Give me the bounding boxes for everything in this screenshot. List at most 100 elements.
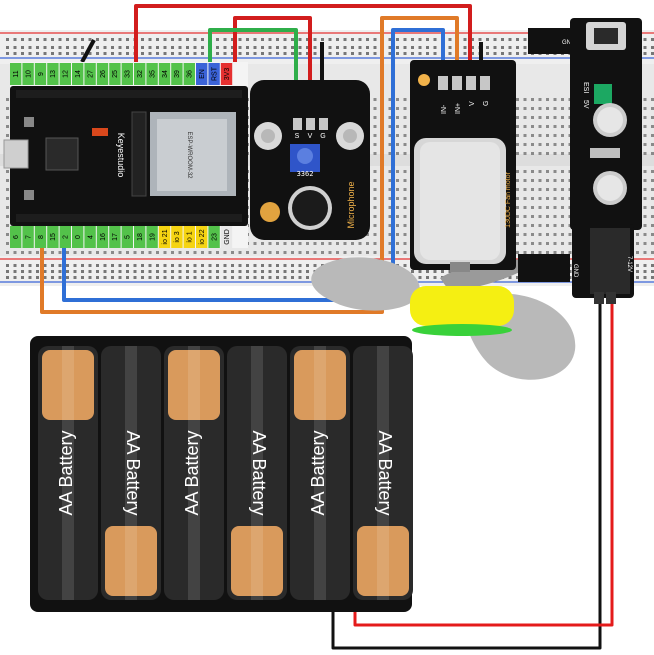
mic-pin-v: V	[308, 133, 313, 140]
hole	[306, 276, 309, 279]
led	[92, 128, 108, 136]
hole	[561, 125, 564, 128]
hole	[21, 270, 24, 273]
hole	[373, 251, 377, 254]
hole	[238, 251, 242, 254]
power-side-gnd: GND	[572, 264, 578, 278]
wire-blue-fan-in-minus	[62, 28, 445, 302]
hole	[253, 52, 257, 55]
hole	[546, 197, 549, 200]
hole	[343, 242, 347, 245]
hole	[6, 52, 9, 55]
esp32-pin-label: 19	[149, 233, 156, 241]
hole	[111, 38, 114, 41]
hole	[156, 276, 159, 279]
hole	[523, 170, 527, 173]
hole	[28, 264, 32, 267]
hole	[268, 264, 272, 267]
hole	[231, 46, 234, 49]
hole	[433, 270, 437, 273]
battery-copper-cap	[42, 350, 94, 420]
hole	[148, 264, 152, 267]
hole	[223, 46, 227, 49]
hole	[81, 52, 84, 55]
hole	[546, 224, 549, 227]
hole	[403, 52, 407, 55]
hole	[531, 152, 534, 155]
esp32-pin-label: 27	[87, 70, 94, 78]
hole	[6, 134, 9, 137]
esp32-pin	[183, 226, 195, 248]
hole	[88, 52, 92, 55]
hole	[531, 224, 534, 227]
hole	[403, 206, 407, 209]
hole	[643, 107, 647, 110]
hole	[238, 264, 242, 267]
hole	[531, 107, 534, 110]
hole	[448, 38, 452, 41]
hole	[13, 46, 17, 49]
hole	[103, 52, 107, 55]
hole	[561, 152, 564, 155]
hole	[396, 224, 399, 227]
hole	[118, 52, 122, 55]
power-switch[interactable]	[590, 148, 620, 158]
hole	[148, 38, 152, 41]
hole	[171, 270, 174, 273]
hole	[388, 197, 392, 200]
hole	[36, 46, 39, 49]
hole	[651, 251, 654, 254]
esp32-pin-label: GND	[224, 229, 231, 245]
hole	[553, 188, 557, 191]
hole	[396, 251, 399, 254]
hole	[516, 179, 519, 182]
hole	[523, 152, 527, 155]
hole	[291, 38, 294, 41]
hole	[268, 38, 272, 41]
hole	[298, 46, 302, 49]
hole	[388, 215, 392, 218]
hole	[531, 98, 534, 101]
hole	[351, 46, 354, 49]
hole	[58, 270, 62, 273]
esp32-pin-label: 26	[100, 70, 107, 78]
hole	[13, 52, 17, 55]
hole	[328, 251, 332, 254]
hole	[276, 242, 279, 245]
hole	[433, 38, 437, 41]
power-switch-label: ESI	[582, 82, 589, 93]
esp32-pin	[146, 226, 158, 248]
hole	[538, 98, 542, 101]
hole	[193, 264, 197, 267]
hole	[636, 251, 639, 254]
esp32-pin	[34, 226, 47, 248]
hole	[291, 46, 294, 49]
hole	[171, 276, 174, 279]
microphone-label: Microphone	[346, 181, 356, 228]
hole	[366, 233, 369, 236]
hole	[306, 242, 309, 245]
hole	[568, 251, 572, 254]
esp32-pin-label: io 22	[199, 229, 206, 244]
hole	[133, 270, 137, 273]
hole	[6, 276, 9, 279]
hole	[73, 270, 77, 273]
hole	[111, 276, 114, 279]
hole	[343, 251, 347, 254]
hole	[291, 276, 294, 279]
hole	[306, 251, 309, 254]
hole	[306, 264, 309, 267]
hole	[208, 264, 212, 267]
hole	[463, 52, 467, 55]
hole	[6, 242, 9, 245]
hole	[643, 52, 647, 55]
hole	[553, 251, 557, 254]
hole	[411, 38, 414, 41]
hole	[81, 46, 84, 49]
hole	[283, 46, 287, 49]
hole	[651, 264, 654, 267]
hole	[223, 251, 227, 254]
hole	[553, 179, 557, 182]
hole	[546, 215, 549, 218]
hole	[6, 270, 9, 273]
